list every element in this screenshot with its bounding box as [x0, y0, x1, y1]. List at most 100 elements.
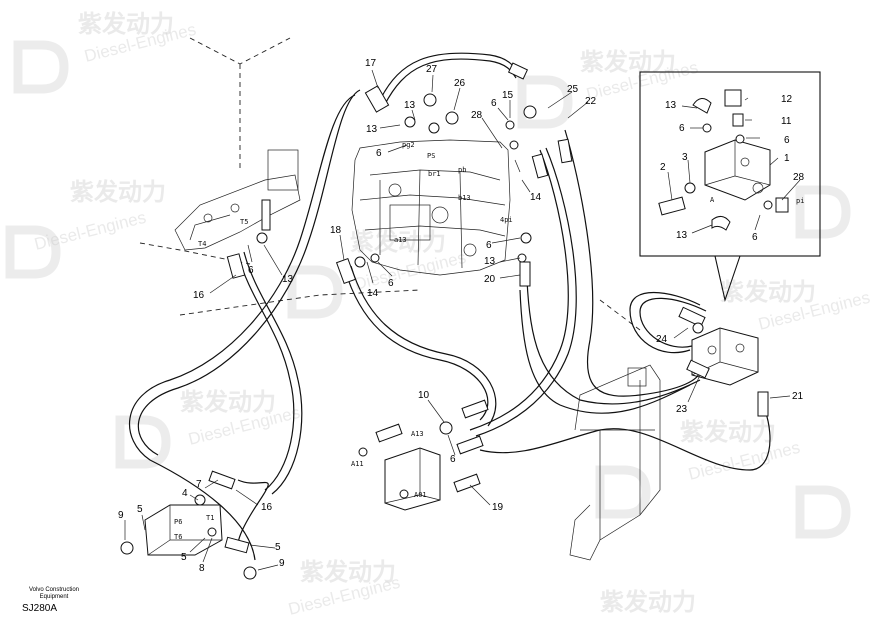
port-label: A01 [414, 491, 427, 499]
callout-4: 4 [182, 488, 188, 499]
figure-code: SJ280A [22, 603, 58, 614]
callout-14: 14 [367, 288, 379, 299]
watermark-brand-en: Diesel-Engines [32, 208, 148, 254]
port-label: PS [427, 152, 435, 160]
callout-17: 17 [365, 58, 377, 69]
callout-5: 5 [181, 552, 187, 563]
callout-13: 13 [676, 230, 688, 241]
watermark-brand: 紫发动力 [720, 278, 816, 306]
callout-13: 13 [665, 100, 677, 111]
callout-8: 8 [199, 563, 205, 574]
shuttle-valve-block [358, 447, 441, 511]
port-label: pi [796, 197, 804, 205]
leader-lines [124, 69, 801, 571]
watermark-brand: 紫发动力 [70, 178, 166, 206]
watermark-logo [115, 415, 171, 469]
callout-16: 16 [193, 290, 205, 301]
callout-21: 21 [792, 391, 804, 402]
watermark-logo [795, 185, 851, 239]
port-labels: pg2 PS br1 pb b13 4pi a13 T5 T4 pi A A13… [174, 141, 804, 541]
port-label: T6 [174, 533, 182, 541]
callout-7: 7 [196, 479, 202, 490]
callout-14: 14 [530, 192, 542, 203]
watermark-logo [517, 75, 573, 129]
callout-2: 2 [660, 162, 666, 173]
callout-numbers: 17 27 26 13 13 6 25 22 15 6 28 12 13 11 … [118, 58, 805, 574]
callout-6: 6 [248, 265, 254, 276]
watermark-logo [287, 265, 343, 319]
callout-6: 6 [450, 454, 456, 465]
callout-6: 6 [486, 240, 492, 251]
callout-1: 1 [784, 153, 790, 164]
callout-28: 28 [793, 172, 805, 183]
callout-6: 6 [376, 148, 382, 159]
watermark-logo [795, 485, 851, 539]
callout-13: 13 [282, 274, 294, 285]
callout-3: 3 [682, 152, 688, 163]
port-label: a13 [394, 236, 407, 244]
callout-6: 6 [784, 135, 790, 146]
callout-16: 16 [261, 502, 273, 513]
callout-6: 6 [679, 123, 685, 134]
hose-lines [128, 52, 771, 561]
port-label: T4 [198, 240, 206, 248]
watermark-logo [5, 225, 61, 279]
callout-9: 9 [279, 558, 285, 569]
callout-10: 10 [418, 390, 430, 401]
control-valve [351, 139, 511, 276]
callout-24: 24 [656, 334, 668, 345]
callout-13: 13 [404, 100, 416, 111]
callout-15: 15 [502, 90, 514, 101]
watermark-layer: 紫发动力 Diesel-Engines 紫发动力 Diesel-Engines … [5, 10, 872, 619]
watermark-brand: 紫发动力 [580, 48, 676, 76]
company-line-1: Volvo Construction [28, 587, 80, 593]
watermark-logo [13, 40, 69, 94]
watermark-logo [595, 465, 651, 519]
callout-18: 18 [330, 225, 342, 236]
callout-22: 22 [585, 96, 597, 107]
port-label: br1 [428, 170, 441, 178]
port-label: A13 [411, 430, 424, 438]
port-label: pb [458, 166, 466, 174]
port-label: T1 [206, 514, 214, 522]
callout-19: 19 [492, 502, 504, 513]
callout-26: 26 [454, 78, 466, 89]
company-caption: Volvo Construction Equipment [14, 587, 94, 601]
callout-28: 28 [471, 110, 483, 121]
machine-outline [139, 37, 641, 331]
callout-12: 12 [781, 94, 793, 105]
selector-valve [120, 504, 257, 580]
watermark-brand: 紫发动力 [180, 388, 276, 416]
callout-27: 27 [426, 64, 438, 75]
watermark-brand: 紫发动力 [600, 588, 696, 616]
callout-5: 5 [137, 504, 143, 515]
callout-13: 13 [484, 256, 496, 267]
port-label: P6 [174, 518, 182, 526]
callout-23: 23 [676, 404, 688, 415]
port-label: A [710, 196, 715, 204]
hose-fittings [194, 62, 769, 554]
watermark-brand: 紫发动力 [680, 418, 776, 446]
callout-5: 5 [275, 542, 281, 553]
port-label: A11 [351, 460, 364, 468]
detail-inset [639, 71, 821, 303]
callout-13: 13 [366, 124, 378, 135]
port-label: pg2 [402, 141, 415, 149]
port-label: b13 [458, 194, 471, 202]
swivel-bracket [174, 149, 301, 251]
callout-25: 25 [567, 84, 579, 95]
callout-20: 20 [484, 274, 496, 285]
frame-bracket [569, 364, 661, 561]
port-label: 4pi [500, 216, 513, 224]
callout-6: 6 [491, 98, 497, 109]
watermark-brand: 紫发动力 [300, 558, 396, 586]
company-line-2: Equipment [39, 594, 69, 600]
callout-11: 11 [781, 116, 792, 127]
port-label: T5 [240, 218, 248, 226]
watermark-brand: 紫发动力 [78, 10, 174, 38]
callout-6: 6 [752, 232, 758, 243]
callout-9: 9 [118, 510, 124, 521]
callout-6: 6 [388, 278, 394, 289]
